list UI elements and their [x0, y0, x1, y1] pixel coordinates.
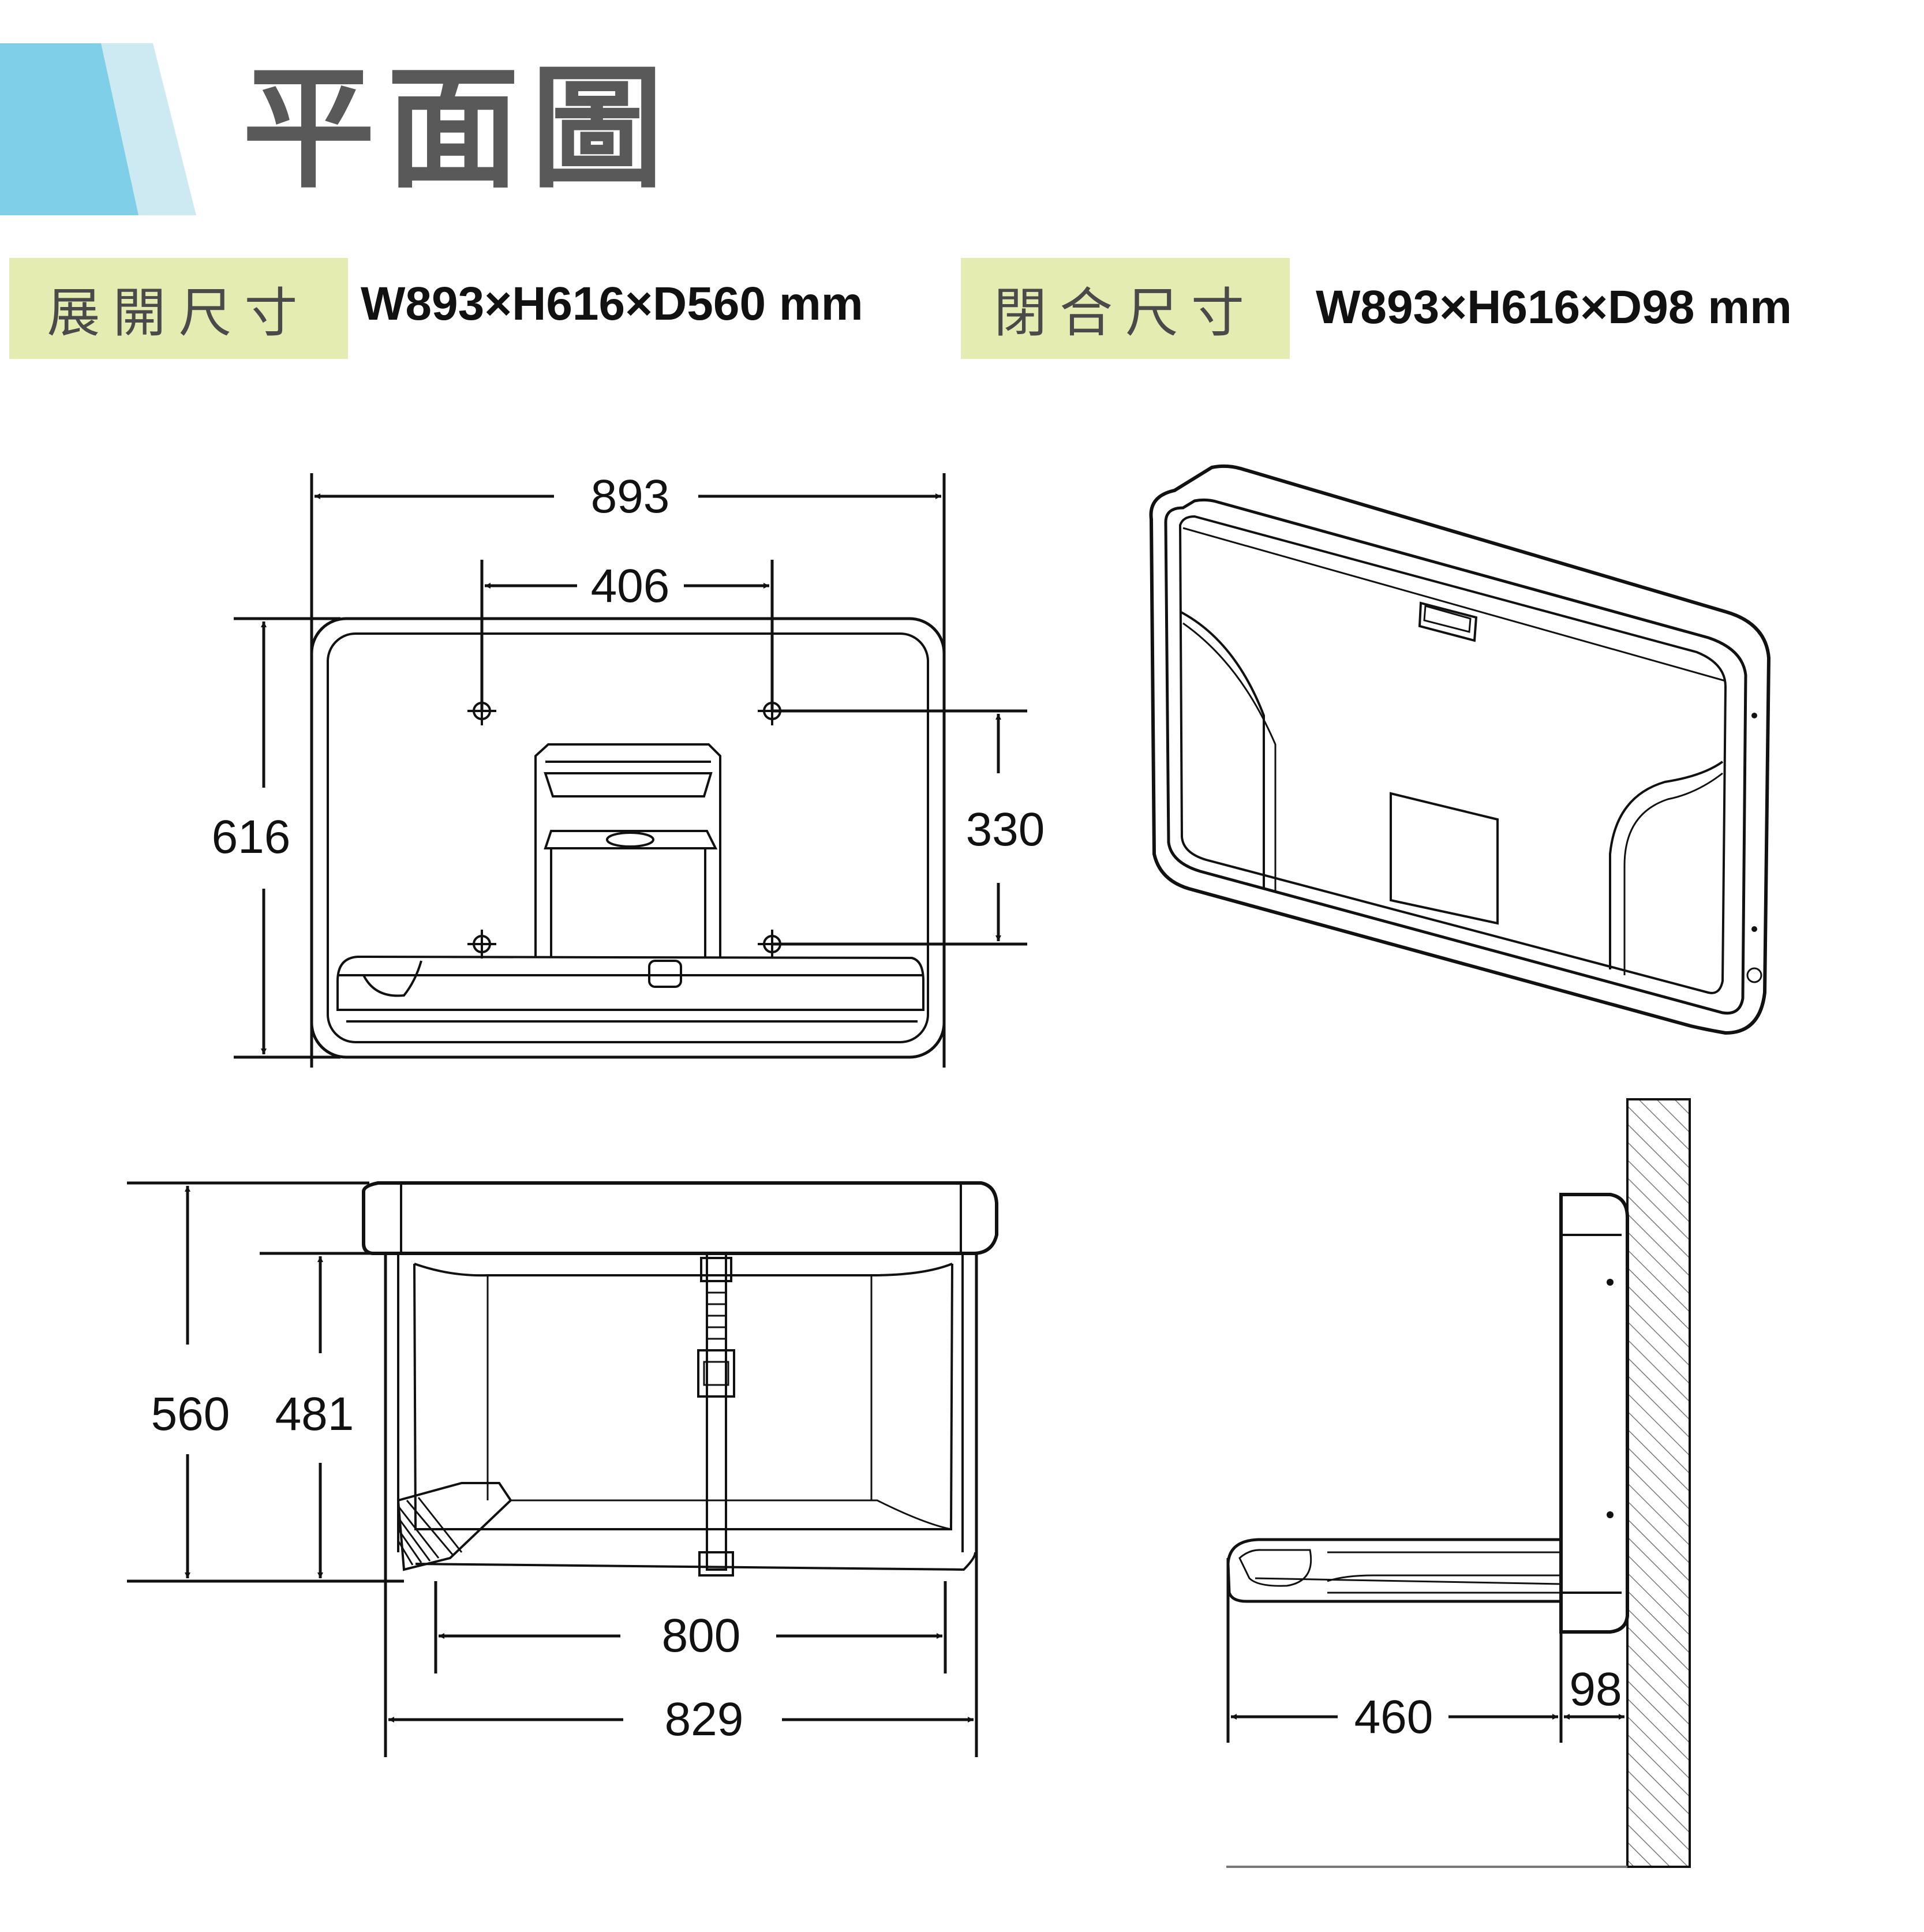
side-dimensions	[1226, 1558, 1624, 1743]
front-inner-frame	[327, 632, 929, 1043]
hole-vertical-dimension: 330	[966, 803, 1045, 856]
closed-depth-dimension: 98	[1569, 1663, 1622, 1716]
front-dimensions	[234, 473, 1027, 1068]
page-title: 平面圖	[242, 53, 676, 207]
side-view	[1226, 1098, 1691, 1868]
inner-depth-dimension: 481	[275, 1388, 354, 1440]
inner-width-dimension: 800	[662, 1609, 741, 1662]
hole-spacing-dimension: 406	[591, 560, 670, 612]
perspective-view	[1149, 464, 1771, 1035]
outer-width-dimension: 829	[665, 1693, 744, 1746]
height-dimension: 616	[212, 811, 291, 863]
front-tray	[336, 955, 924, 1023]
top-dimensions	[127, 1181, 978, 1757]
width-dimension: 893	[591, 470, 670, 523]
open-size-value: W893×H616×D560 mm	[361, 278, 863, 330]
wall-hatching	[1626, 1098, 1691, 1868]
mounting-hole-icon	[467, 697, 787, 958]
open-size-label: 展開尺寸	[9, 258, 348, 359]
front-view	[310, 617, 946, 1059]
top-view	[362, 1181, 998, 1577]
closed-size-value: W893×H616×D98 mm	[1316, 281, 1792, 334]
closed-size-label: 閉合尺寸	[961, 258, 1290, 359]
title-banner-shape	[0, 43, 196, 215]
extension-dimension: 460	[1354, 1691, 1433, 1743]
depth-dimension: 560	[151, 1388, 230, 1440]
strap-block	[534, 743, 721, 958]
